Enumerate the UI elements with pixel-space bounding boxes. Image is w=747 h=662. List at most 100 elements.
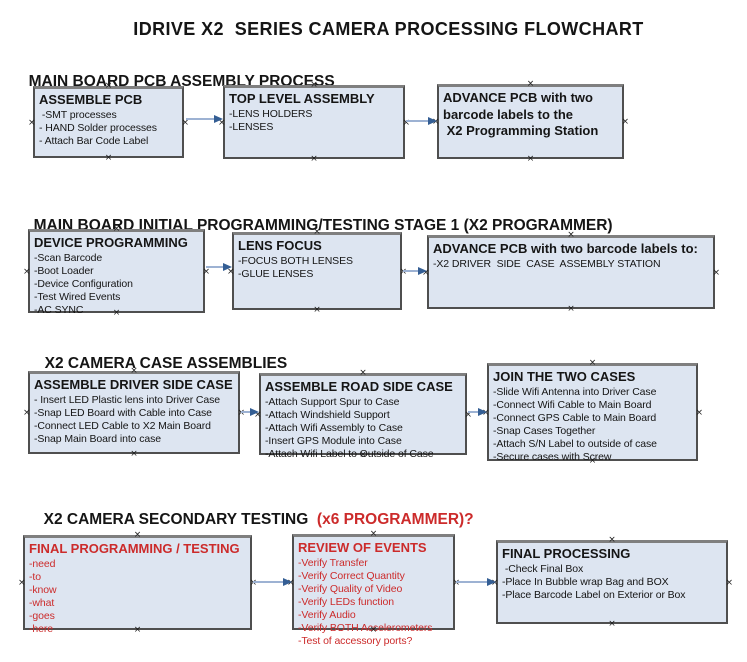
box-items: -X2 DRIVER SIDE CASE ASSEMBLY STATION: [433, 258, 709, 271]
box-item: -Verify Correct Quantity: [298, 570, 405, 582]
flow-box-device-programming[interactable]: DEVICE PROGRAMMING -Scan Barcode-Boot Lo…: [23, 225, 210, 318]
box-item: X2 Programming Station: [443, 123, 599, 138]
box-item: -GLUE LENSES: [238, 268, 314, 280]
flow-box-assemble-road-side-case[interactable]: ASSEMBLE ROAD SIDE CASE -Attach Support …: [254, 369, 472, 461]
connector-handle-icon: ×: [621, 117, 629, 127]
connector-handle-icon: ×: [526, 154, 535, 164]
flow-box-join-the-two-cases[interactable]: JOIN THE TWO CASES -Slide Wifi Antenna i…: [482, 359, 703, 466]
box-item: -Insert GPS Module into Case: [265, 435, 402, 447]
box-title: TOP LEVEL ASSEMBLY: [229, 91, 375, 106]
flow-arrow: [468, 408, 487, 416]
arrow-line: [241, 411, 253, 413]
box-item: -what: [29, 597, 55, 609]
connector-handle-icon: ×: [130, 449, 138, 459]
box-item: -Attach Wifi Assembly to Case: [265, 422, 403, 434]
box-item: -Snap LED Board with Cable into Case: [34, 407, 212, 419]
box-item: -Attach Wifi Label to Outside of Case: [265, 448, 434, 460]
box-item: -need: [29, 558, 56, 570]
box-title: ADVANCE PCB with two: [443, 90, 593, 105]
box-item: - Insert LED Plastic lens into Driver Ca…: [34, 394, 221, 406]
flow-box-lens-focus[interactable]: LENS FOCUS -FOCUS BOTH LENSES-GLUE LENSE…: [227, 228, 407, 315]
box-item: -Verify Quality of Video: [298, 583, 403, 595]
connector-handle-icon: ×: [133, 530, 142, 540]
box-items: -LENS HOLDERS-LENSES: [229, 108, 399, 134]
box-items: -FOCUS BOTH LENSES-GLUE LENSES: [238, 255, 396, 281]
connector-handle-icon: ×: [725, 577, 733, 588]
box-item: - Attach Bar Code Label: [39, 135, 149, 147]
arrow-line: [406, 120, 431, 122]
arrow-head-icon: [223, 263, 232, 271]
box-item: -Test Wired Events: [34, 291, 121, 303]
section-heading-text: X2 CAMERA SECONDARY TESTING: [43, 511, 317, 528]
box-item: -Verify Transfer: [298, 557, 368, 569]
box-item: -goes: [29, 610, 55, 622]
box-item: -Verify BOTH Accelerometers: [298, 622, 433, 634]
box-items: -SMT processes- HAND Solder processes- A…: [39, 109, 178, 148]
box-item: -Slide Wifi Antenna into Driver Case: [493, 386, 657, 398]
box-title: ADVANCE PCB with two barcode labels to:: [433, 241, 698, 256]
box-item: -FOCUS BOTH LENSES: [238, 255, 353, 267]
box-items: barcode labels to the X2 Programming Sta…: [443, 107, 618, 139]
connector-handle-icon: ×: [369, 529, 378, 539]
flow-box-review-of-events[interactable]: REVIEW OF EVENTS -Verify Transfer-Verify…: [287, 530, 460, 648]
box-item: -Place In Bubble wrap Bag and BOX: [502, 576, 669, 588]
arrow-head-icon: [214, 115, 223, 123]
arrow-line: [206, 266, 226, 268]
connector-handle-icon: ×: [23, 266, 31, 277]
arrow-head-icon: [428, 117, 437, 125]
box-item: -to: [29, 571, 41, 583]
box-item: -LENSES: [229, 121, 274, 133]
box-title: ASSEMBLE PCB: [39, 92, 143, 107]
box-item: -Verify Audio: [298, 609, 356, 621]
flow-box-advance-pcb-driver-side-station[interactable]: ADVANCE PCB with two barcode labels to: …: [422, 231, 720, 314]
box-item: -Place Barcode Label on Exterior or Box: [502, 589, 686, 601]
connector-handle-icon: ×: [359, 368, 367, 378]
flow-box-final-programming-testing[interactable]: FINAL PROGRAMMING / TESTING -need-to-kno…: [18, 531, 257, 636]
box-items: -Check Final Box-Place In Bubble wrap Ba…: [502, 563, 722, 602]
box-item: -AC SYNC: [34, 304, 84, 316]
connector-handle-icon: ×: [104, 153, 113, 163]
connector-handle-icon: ×: [567, 304, 575, 314]
arrow-head-icon: [418, 267, 427, 275]
box-item: - HAND Solder processes: [39, 122, 157, 134]
flow-arrow: [186, 115, 223, 123]
arrow-head-icon: [487, 578, 496, 586]
flow-arrow: [253, 578, 292, 586]
box-item: -Attach Windshield Support: [265, 409, 390, 421]
box-items: -Slide Wifi Antenna into Driver Case-Con…: [493, 386, 692, 464]
arrow-head-icon: [478, 408, 487, 416]
flow-box-advance-pcb-programming-station[interactable]: ADVANCE PCB with two barcode labels to t…: [432, 80, 629, 164]
box-item: barcode labels to the: [443, 107, 574, 122]
flow-box-final-processing[interactable]: FINAL PROCESSING -Check Final Box-Place …: [491, 536, 733, 629]
box-item: -Test of accessory ports?: [298, 635, 413, 647]
connector-handle-icon: ×: [695, 407, 703, 418]
flow-box-assemble-pcb[interactable]: ASSEMBLE PCB -SMT processes- HAND Solder…: [28, 82, 189, 163]
flow-arrow: [403, 267, 427, 275]
box-items: -Verify Transfer-Verify Correct Quantity…: [298, 557, 449, 648]
flow-arrow: [456, 578, 496, 586]
connector-handle-icon: ×: [588, 358, 597, 368]
flow-box-top-level-assembly[interactable]: TOP LEVEL ASSEMBLY -LENS HOLDERS-LENSES …: [218, 81, 410, 164]
connector-handle-icon: ×: [310, 154, 318, 164]
box-item: -Attach Support Spur to Case: [265, 396, 400, 408]
box-item: -SMT processes: [39, 109, 117, 121]
box-title: LENS FOCUS: [238, 238, 322, 253]
flow-arrow: [241, 408, 259, 416]
box-title: FINAL PROCESSING: [502, 546, 631, 561]
connector-handle-icon: ×: [608, 619, 616, 629]
section-heading-case-assemblies: X2 CAMERA CASE ASSEMBLIES: [36, 337, 288, 373]
box-items: -Attach Support Spur to Case-Attach Wind…: [265, 396, 461, 461]
page-title: IDRIVE X2 SERIES CAMERA PROCESSING FLOWC…: [133, 19, 644, 39]
box-item: -Device Configuration: [34, 278, 133, 290]
box-item: -Secure cases with Screw: [493, 451, 612, 463]
connector-handle-icon: ×: [28, 117, 36, 128]
box-title: ASSEMBLE DRIVER SIDE CASE: [34, 377, 233, 392]
box-item: -Connect Wifi Cable to Main Board: [493, 399, 652, 411]
box-item: -Attach S/N Label to outside of case: [493, 438, 657, 450]
box-item: -X2 DRIVER SIDE CASE ASSEMBLY STATION: [433, 258, 661, 270]
box-item: -know: [29, 584, 57, 596]
box-item: -Snap Main Board into case: [34, 433, 161, 445]
connector-handle-icon: ×: [712, 267, 720, 278]
flow-box-assemble-driver-side-case[interactable]: ASSEMBLE DRIVER SIDE CASE - Insert LED P…: [23, 367, 245, 459]
box-item: -Snap Cases Together: [493, 425, 596, 437]
